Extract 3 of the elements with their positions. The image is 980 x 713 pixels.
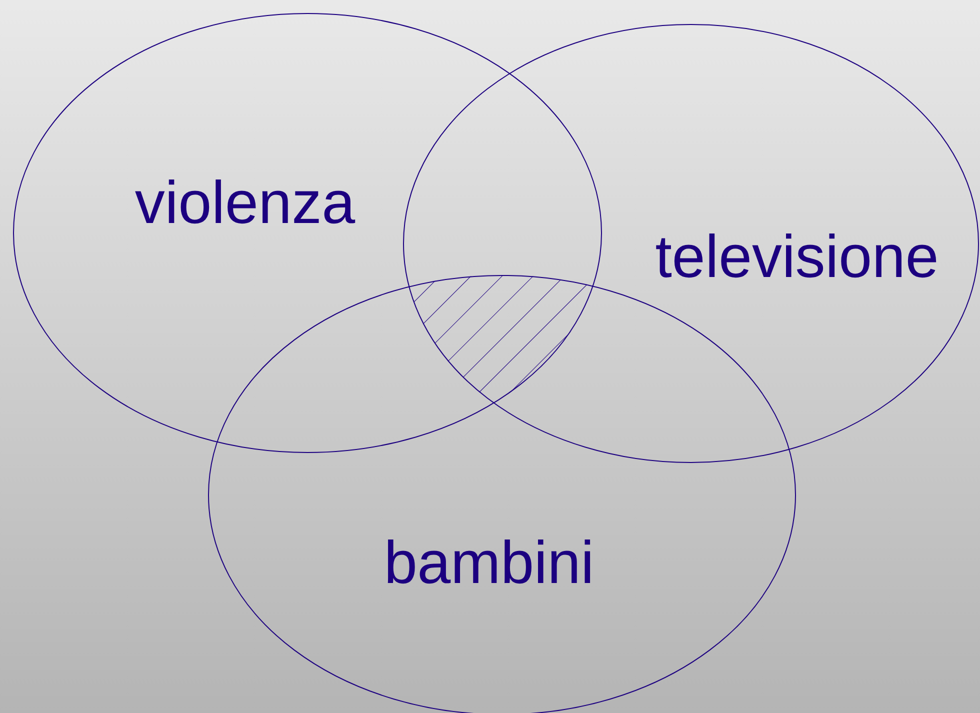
set-label: televisione	[655, 227, 939, 287]
set-label: bambini	[384, 533, 594, 593]
set-label: violenza	[134, 173, 356, 233]
